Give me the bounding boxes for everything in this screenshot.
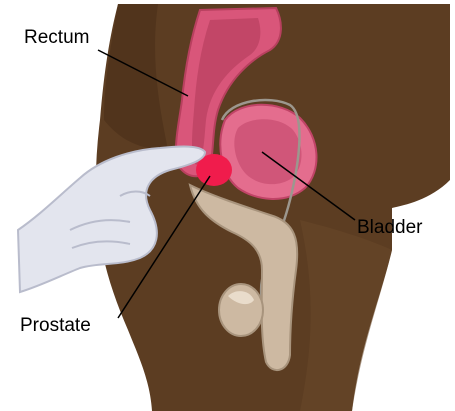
- thigh-highlight: [300, 220, 392, 411]
- label-bladder: Bladder: [357, 218, 423, 237]
- label-prostate: Prostate: [20, 316, 91, 335]
- label-rectum: Rectum: [24, 28, 89, 47]
